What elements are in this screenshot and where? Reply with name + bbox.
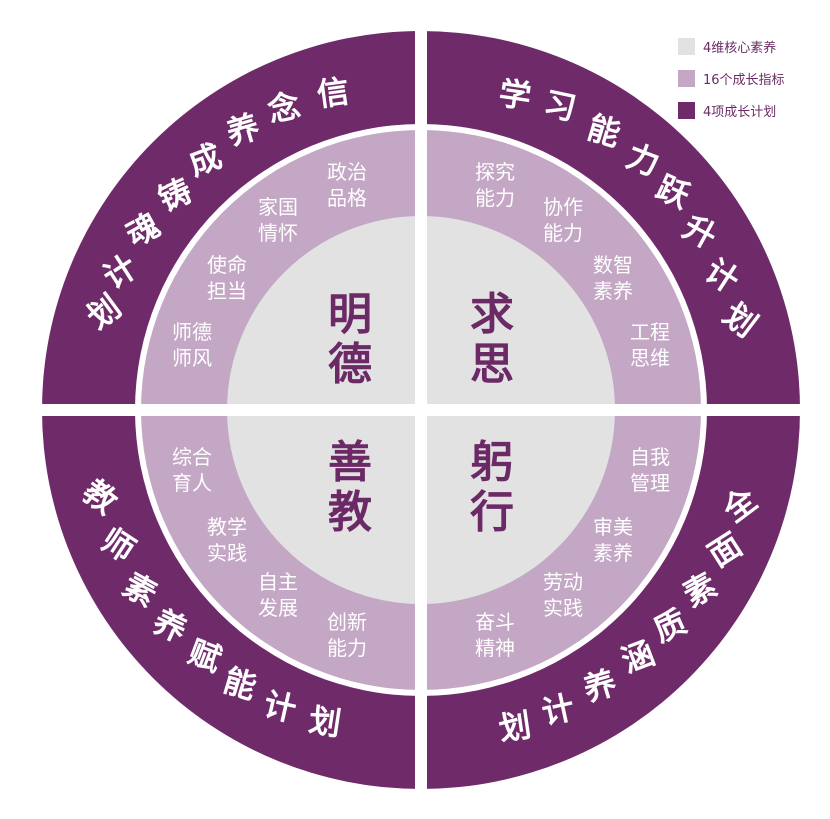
- indicator-line: 素养: [593, 279, 633, 303]
- indicator-line: 担当: [207, 279, 247, 303]
- indicator-tr-1: 协作能力: [528, 194, 598, 246]
- indicator-line: 协作: [543, 195, 583, 219]
- indicator-tr-3: 工程思维: [615, 319, 685, 371]
- indicator-line: 实践: [207, 541, 247, 565]
- indicator-tr-2: 数智素养: [578, 252, 648, 304]
- indicator-bl-0: 综合育人: [157, 444, 227, 496]
- indicator-line: 综合: [172, 445, 212, 469]
- indicator-tl-3: 师德师风: [157, 319, 227, 371]
- indicator-line: 品格: [327, 186, 367, 210]
- indicator-tl-1: 家国情怀: [243, 194, 313, 246]
- legend: 4维核心素养 16个成长指标 4项成长计划: [678, 30, 785, 126]
- indicator-line: 家国: [258, 195, 298, 219]
- indicator-tl-2: 使命担当: [192, 252, 262, 304]
- indicator-line: 奋斗: [475, 610, 515, 634]
- indicator-tr-0: 探究能力: [460, 159, 530, 211]
- indicator-line: 自主: [258, 570, 298, 594]
- indicator-bl-3: 创新能力: [312, 609, 382, 661]
- indicator-line: 能力: [327, 636, 367, 660]
- legend-swatch: [678, 69, 695, 87]
- indicator-line: 思维: [630, 346, 670, 370]
- indicator-line: 能力: [475, 186, 515, 210]
- legend-label: 4维核心素养: [703, 40, 777, 56]
- core-qiusi: 求思: [470, 289, 514, 390]
- indicator-tl-0: 政治品格: [312, 159, 382, 211]
- indicator-line: 师风: [172, 346, 212, 370]
- legend-item: 4维核心素养: [678, 30, 785, 62]
- plan-char-tl: 念: [264, 86, 304, 130]
- indicator-line: 情怀: [258, 221, 298, 245]
- indicator-line: 劳动: [543, 570, 583, 594]
- indicator-line: 探究: [475, 160, 515, 184]
- indicator-line: 政治: [327, 160, 367, 184]
- indicator-br-0: 自我管理: [615, 444, 685, 496]
- indicator-br-2: 劳动实践: [528, 569, 598, 621]
- indicator-line: 精神: [475, 636, 515, 660]
- indicator-line: 管理: [630, 471, 670, 495]
- indicator-line: 工程: [630, 320, 670, 344]
- indicator-line: 创新: [327, 610, 367, 634]
- core-shanjiao: 善教: [328, 437, 372, 538]
- plan-char-tr: 习: [540, 84, 580, 128]
- indicator-line: 数智: [593, 253, 633, 277]
- core-gongxing: 躬行: [470, 437, 514, 538]
- plan-char-br: 计: [538, 688, 578, 732]
- indicator-bl-2: 自主发展: [243, 569, 313, 621]
- horizontal-divider: [30, 404, 820, 416]
- indicator-bl-1: 教学实践: [192, 514, 262, 566]
- indicator-line: 使命: [207, 253, 247, 277]
- indicator-line: 审美: [593, 515, 633, 539]
- plan-char-br: 划: [496, 705, 534, 749]
- indicator-line: 育人: [172, 471, 212, 495]
- plan-char-bl: 划: [306, 700, 344, 744]
- core-mingde: 明德: [328, 289, 372, 390]
- indicator-br-1: 审美素养: [578, 514, 648, 566]
- indicator-line: 能力: [543, 221, 583, 245]
- legend-swatch: [678, 101, 695, 119]
- plan-char-tr: 学: [496, 73, 534, 117]
- legend-swatch: [678, 37, 695, 55]
- indicator-line: 教学: [207, 515, 247, 539]
- indicator-br-3: 奋斗精神: [460, 609, 530, 661]
- indicator-line: 师德: [172, 320, 212, 344]
- indicator-line: 素养: [593, 541, 633, 565]
- indicator-line: 实践: [543, 596, 583, 620]
- legend-item: 4项成长计划: [678, 94, 785, 126]
- legend-label: 4项成长计划: [703, 104, 777, 120]
- legend-item: 16个成长指标: [678, 62, 785, 94]
- indicator-line: 发展: [258, 596, 298, 620]
- legend-label: 16个成长指标: [703, 72, 785, 88]
- indicator-line: 自我: [630, 445, 670, 469]
- plan-char-tl: 信: [314, 72, 352, 114]
